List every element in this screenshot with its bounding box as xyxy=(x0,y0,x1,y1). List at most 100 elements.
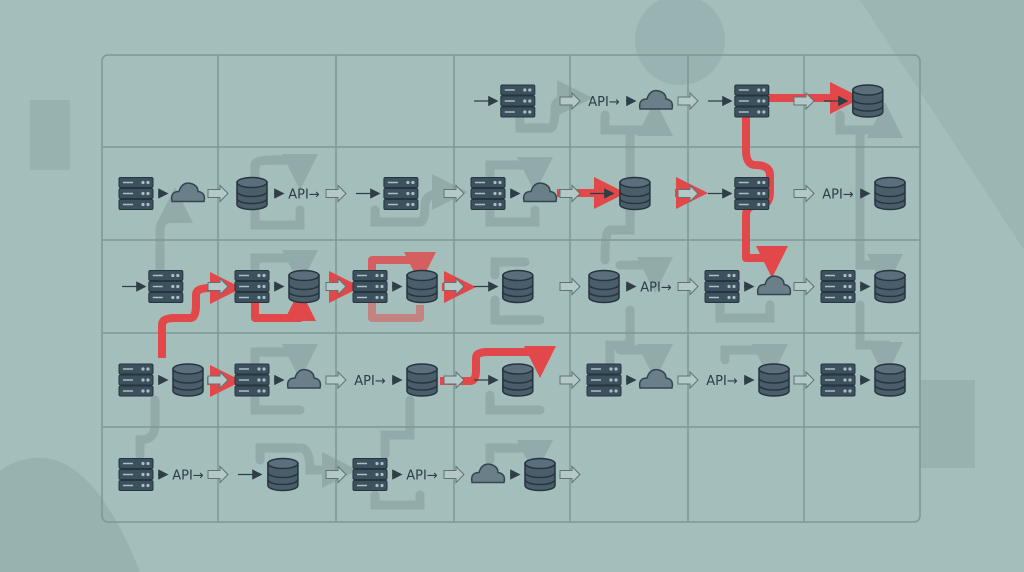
connector xyxy=(485,205,540,227)
bg-block xyxy=(30,100,70,170)
grid-border xyxy=(101,54,921,523)
block-arrow-icon xyxy=(325,370,347,390)
cloud-icon xyxy=(638,89,674,110)
block-arrow-icon xyxy=(207,277,229,296)
connector xyxy=(855,102,903,138)
cell-r3-c4 xyxy=(586,363,699,397)
cell-r0-c3 xyxy=(474,84,581,118)
cell-r0-c6 xyxy=(824,84,884,118)
connector xyxy=(250,205,305,230)
database-icon xyxy=(524,457,556,492)
database-icon xyxy=(267,457,299,492)
block-arrow-icon xyxy=(207,465,229,484)
cell-r4-c1 xyxy=(238,457,347,492)
highlight-path xyxy=(368,252,436,284)
server-icon xyxy=(352,458,388,491)
database-icon xyxy=(288,269,320,304)
server-icon xyxy=(118,177,154,210)
server-icon xyxy=(148,270,184,303)
cell-r3-c3 xyxy=(474,363,581,397)
database-icon xyxy=(588,269,620,304)
server-icon xyxy=(118,363,154,397)
database-icon xyxy=(502,363,534,397)
block-arrow-icon xyxy=(325,465,347,484)
cloud-icon xyxy=(522,182,558,203)
connector xyxy=(485,440,553,476)
connector xyxy=(155,187,193,285)
block-arrow-icon xyxy=(443,465,465,484)
cell-r2-c0 xyxy=(122,270,229,303)
connector xyxy=(485,157,553,193)
connector xyxy=(255,443,358,488)
connector xyxy=(605,305,635,367)
connector xyxy=(855,300,903,378)
server-icon xyxy=(383,177,419,210)
block-arrow-icon xyxy=(207,184,229,203)
highlight-path xyxy=(158,272,242,358)
cell-r1-c6: API→ xyxy=(822,176,906,211)
block-arrow-icon xyxy=(559,370,581,390)
cell-r1-c1: API→ xyxy=(236,176,347,211)
cloud-icon xyxy=(470,463,506,484)
cell-r3-c6 xyxy=(820,363,906,397)
cell-r2-c4: API→ xyxy=(588,269,699,304)
server-icon xyxy=(734,84,770,118)
database-icon xyxy=(874,176,906,211)
block-arrow-icon xyxy=(559,184,581,203)
block-arrow-icon xyxy=(207,370,229,390)
connector xyxy=(370,490,425,510)
connector xyxy=(720,344,788,380)
cell-r1-c3 xyxy=(470,177,581,210)
connector xyxy=(615,257,673,293)
cell-r1-c2 xyxy=(356,177,465,210)
cell-r2-c3 xyxy=(474,269,581,304)
cloud-icon xyxy=(756,275,792,296)
cell-r3-c5: API→ xyxy=(706,363,815,397)
connector xyxy=(250,393,305,415)
cloud-icon xyxy=(638,368,674,389)
block-arrow-icon xyxy=(677,184,699,203)
server-icon xyxy=(704,270,740,303)
server-icon xyxy=(352,270,388,303)
highlight-path xyxy=(368,302,424,322)
database-icon xyxy=(874,269,906,304)
server-icon xyxy=(118,458,154,491)
cell-r4-c2: API→ xyxy=(352,458,465,491)
block-arrow-icon xyxy=(443,370,465,390)
server-icon xyxy=(470,177,506,210)
server-icon xyxy=(734,177,770,210)
server-icon xyxy=(234,363,270,397)
connector xyxy=(135,395,160,460)
block-arrow-icon xyxy=(443,184,465,203)
api-label: API→ xyxy=(822,188,854,203)
database-icon xyxy=(619,176,651,211)
server-icon xyxy=(234,270,270,303)
connector xyxy=(250,154,318,190)
api-label: API→ xyxy=(706,374,738,389)
block-arrow-icon xyxy=(559,91,581,111)
block-arrow-icon xyxy=(559,277,581,296)
database-icon xyxy=(502,269,534,304)
cell-r3-c1 xyxy=(234,363,347,397)
connector xyxy=(490,257,530,280)
cloud-icon xyxy=(170,182,206,203)
block-arrow-icon xyxy=(793,370,815,390)
server-icon xyxy=(586,363,622,397)
cell-r2-c2 xyxy=(352,269,465,304)
connector xyxy=(490,295,545,325)
cell-r3-c0 xyxy=(118,363,229,397)
block-arrow-icon xyxy=(793,91,815,111)
connector xyxy=(380,395,415,460)
block-arrow-icon xyxy=(443,277,465,296)
database-icon xyxy=(172,363,204,397)
cloud-icon xyxy=(286,368,322,389)
database-icon xyxy=(874,363,906,397)
database-icon xyxy=(406,269,438,304)
highlight-path xyxy=(742,246,788,278)
api-label: API→ xyxy=(406,469,438,484)
connector xyxy=(615,344,673,380)
server-icon xyxy=(820,363,856,397)
cell-r3-c2: API→ xyxy=(354,363,465,397)
